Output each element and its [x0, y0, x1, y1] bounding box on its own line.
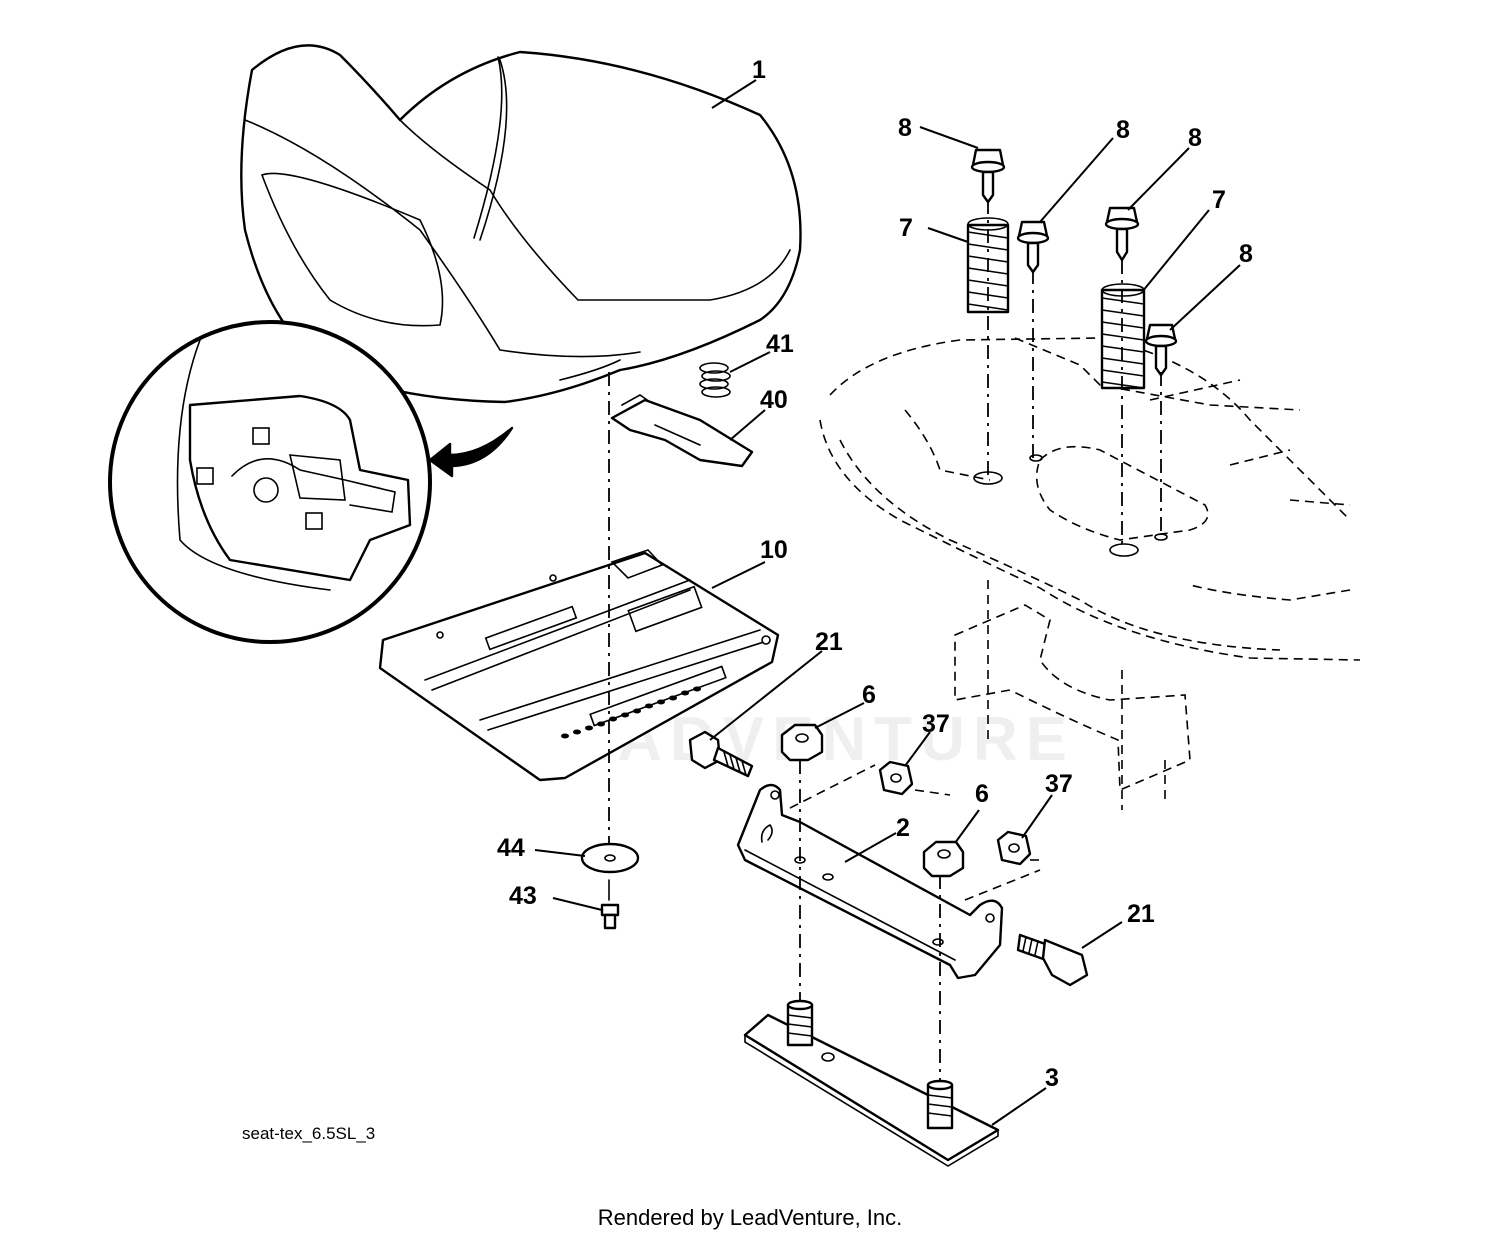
- callout-bolt-d: 8: [1239, 240, 1253, 268]
- bracket: [736, 783, 1004, 980]
- shoulder-bolt-right: [1016, 933, 1089, 987]
- curved-arrow-icon: [428, 426, 514, 478]
- washer: [580, 842, 640, 874]
- callout-bracket: 2: [896, 814, 910, 842]
- magnified-detail-icon: [108, 320, 432, 644]
- callout-shoulder-bolt-left: 21: [815, 628, 843, 656]
- small-spring: [699, 362, 731, 398]
- callout-locknut-left: 37: [922, 710, 950, 738]
- callout-screw: 43: [509, 882, 537, 910]
- base-plate: [743, 999, 1000, 1167]
- screw: [600, 879, 620, 930]
- callout-bolt-a: 8: [898, 114, 912, 142]
- hinge-bracket: [954, 580, 1191, 810]
- nut-left: [780, 723, 824, 762]
- callout-spring-right: 7: [1212, 186, 1226, 214]
- locknut-left: [878, 760, 914, 796]
- callout-bolt-b: 8: [1116, 116, 1130, 144]
- callout-nut-right: 6: [975, 780, 989, 808]
- bolt-d: [1144, 323, 1178, 377]
- callout-washer: 44: [497, 834, 525, 862]
- spring-right: [1100, 283, 1146, 390]
- leader-lines: [534, 79, 1241, 1126]
- callout-seat-pan: 10: [760, 536, 788, 564]
- callout-base-plate: 3: [1045, 1064, 1059, 1092]
- latch-clip: [610, 394, 754, 468]
- callout-locknut-right: 37: [1045, 770, 1073, 798]
- bolt-c: [1104, 206, 1140, 262]
- diagram-code: seat-tex_6.5SL_3: [242, 1124, 376, 1143]
- footer-credit: Rendered by LeadVenture, Inc.: [597, 1205, 903, 1230]
- nut-right: [922, 840, 965, 878]
- callout-small-spring: 41: [766, 330, 794, 358]
- callout-bolt-c: 8: [1188, 124, 1202, 152]
- bolt-b: [1016, 220, 1050, 274]
- callout-nut-left: 6: [862, 681, 876, 709]
- bolt-a: [970, 148, 1006, 204]
- callout-latch-clip: 40: [760, 386, 788, 414]
- frame-outline: [819, 337, 1361, 661]
- shoulder-bolt-left: [688, 730, 754, 778]
- callout-seat: 1: [752, 56, 766, 84]
- callout-spring-left: 7: [899, 214, 913, 242]
- seat-pan: [378, 549, 780, 782]
- callout-shoulder-bolt-right: 21: [1127, 900, 1155, 928]
- locknut-right: [996, 830, 1032, 866]
